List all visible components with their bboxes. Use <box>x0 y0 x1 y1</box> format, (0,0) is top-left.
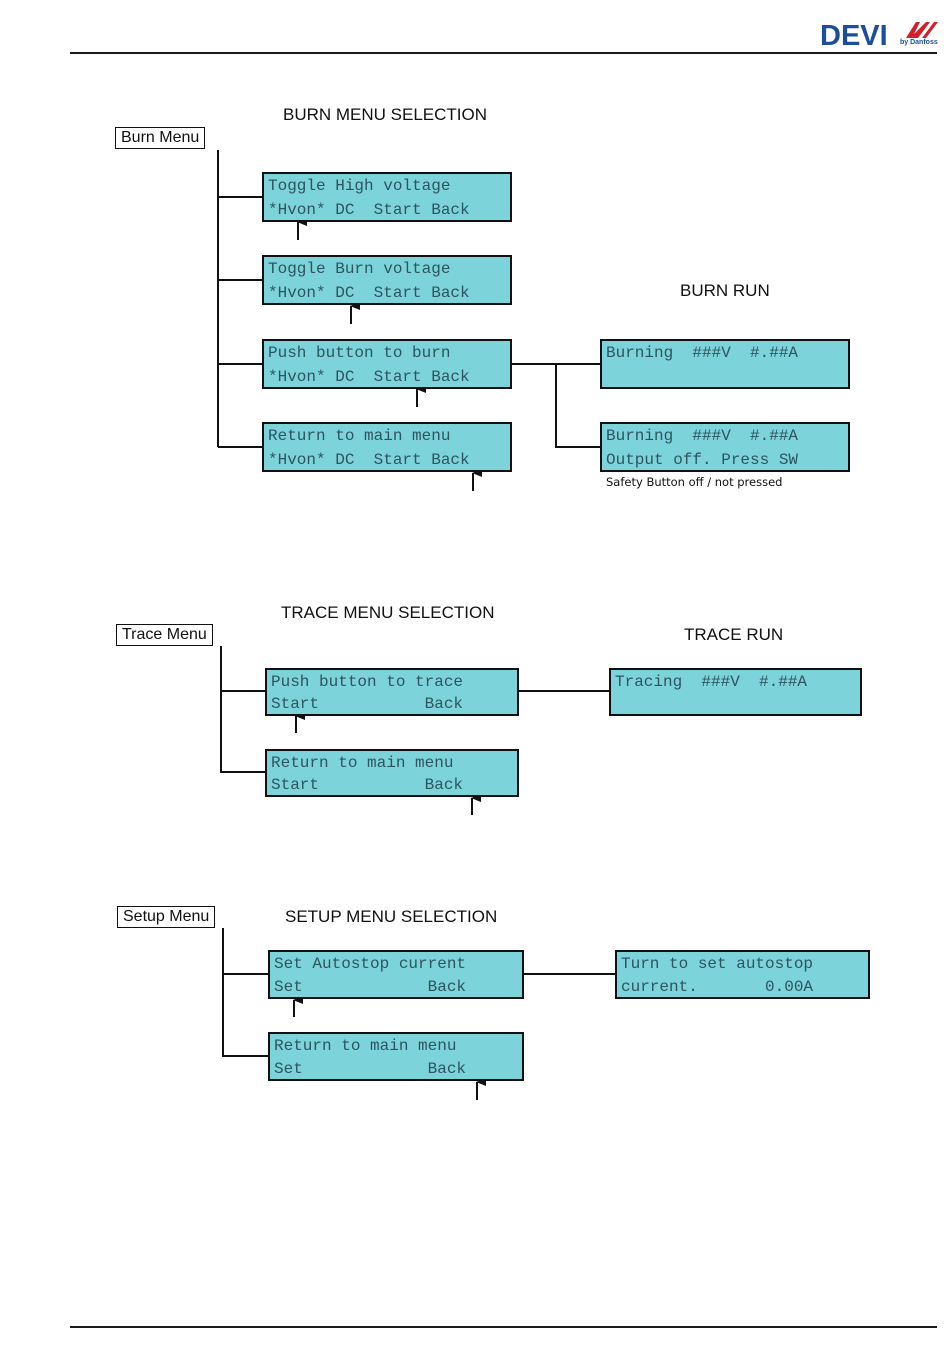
devi-logo: DEVI by Danfoss <box>820 20 940 52</box>
burn-menu-label: Burn Menu <box>115 127 206 149</box>
lcd-line-2: Output off. Press SW <box>606 451 799 469</box>
burn-run-link-2 <box>555 364 601 448</box>
burn-screen-toggle-burn: Toggle Burn voltage *Hvon* DC Start Back <box>262 255 512 305</box>
setup-selection-title: SETUP MENU SELECTION <box>285 907 498 926</box>
lcd-line-2: Set Back <box>274 1060 467 1078</box>
lcd-line-2: *Hvon* DC Start Back <box>268 368 470 386</box>
burn-run-title: BURN RUN <box>680 281 770 300</box>
brand-name: DEVI <box>820 20 888 52</box>
trace-run-title: TRACE RUN <box>684 625 784 644</box>
lcd-line-1: Burning ###V #.##A <box>606 344 799 362</box>
lcd-line-2: Set Back <box>274 978 467 996</box>
setup-trunk-line <box>222 928 269 1057</box>
safety-note: Safety Button off / not pressed <box>606 475 783 489</box>
lcd-line-2: *Hvon* DC Start Back <box>268 284 470 302</box>
burn-run-screen-2: Burning ###V #.##A Output off. Press SW <box>600 422 850 472</box>
lcd-line-1: Return to main menu <box>274 1037 457 1055</box>
brand-sub: by Danfoss <box>900 39 938 46</box>
lcd-line-2: Start Back <box>271 776 464 794</box>
burn-selection-title: BURN MENU SELECTION <box>283 105 488 124</box>
lcd-line-2: current. 0.00A <box>621 978 814 996</box>
header-rule <box>70 52 937 54</box>
setup-menu-label: Setup Menu <box>117 906 216 928</box>
lcd-line-1: Turn to set autostop <box>621 955 814 973</box>
lcd-line-1: Return to main menu <box>268 427 451 445</box>
lcd-line-2: *Hvon* DC Start Back <box>268 451 470 469</box>
lcd-line-1: Toggle High voltage <box>268 177 451 195</box>
lcd-line-2: Start Back <box>271 695 464 713</box>
cursor-arrows <box>293 218 486 1100</box>
burn-screen-toggle-hv: Toggle High voltage *Hvon* DC Start Back <box>262 172 512 222</box>
lcd-line-1: Set Autostop current <box>274 955 467 973</box>
trace-screen-push: Push button to trace Start Back <box>265 668 519 716</box>
setup-run-screen: Turn to set autostop current. 0.00A <box>615 950 870 999</box>
trace-menu-label: Trace Menu <box>116 624 213 646</box>
devi-swoosh-icon <box>906 22 938 38</box>
trace-screen-return: Return to main menu Start Back <box>265 749 519 797</box>
lcd-line-1: Push button to burn <box>268 344 451 362</box>
setup-screen-autostop: Set Autostop current Set Back <box>268 950 524 999</box>
trace-trunk-line <box>220 646 266 773</box>
trace-selection-title: TRACE MENU SELECTION <box>281 603 495 622</box>
lcd-line-1: Push button to trace <box>271 673 464 691</box>
lcd-line-2: *Hvon* DC Start Back <box>268 201 470 219</box>
burn-screen-return: Return to main menu *Hvon* DC Start Back <box>262 422 512 472</box>
burn-screen-push-burn: Push button to burn *Hvon* DC Start Back <box>262 339 512 389</box>
burn-run-screen-1: Burning ###V #.##A <box>600 339 850 389</box>
trace-run-screen: Tracing ###V #.##A <box>609 668 862 716</box>
lcd-line-1: Tracing ###V #.##A <box>615 673 808 691</box>
setup-screen-return: Return to main menu Set Back <box>268 1032 524 1081</box>
lcd-line-1: Toggle Burn voltage <box>268 260 451 278</box>
footer-rule <box>70 1326 937 1328</box>
lcd-line-1: Burning ###V #.##A <box>606 427 799 445</box>
lcd-line-1: Return to main menu <box>271 754 454 772</box>
